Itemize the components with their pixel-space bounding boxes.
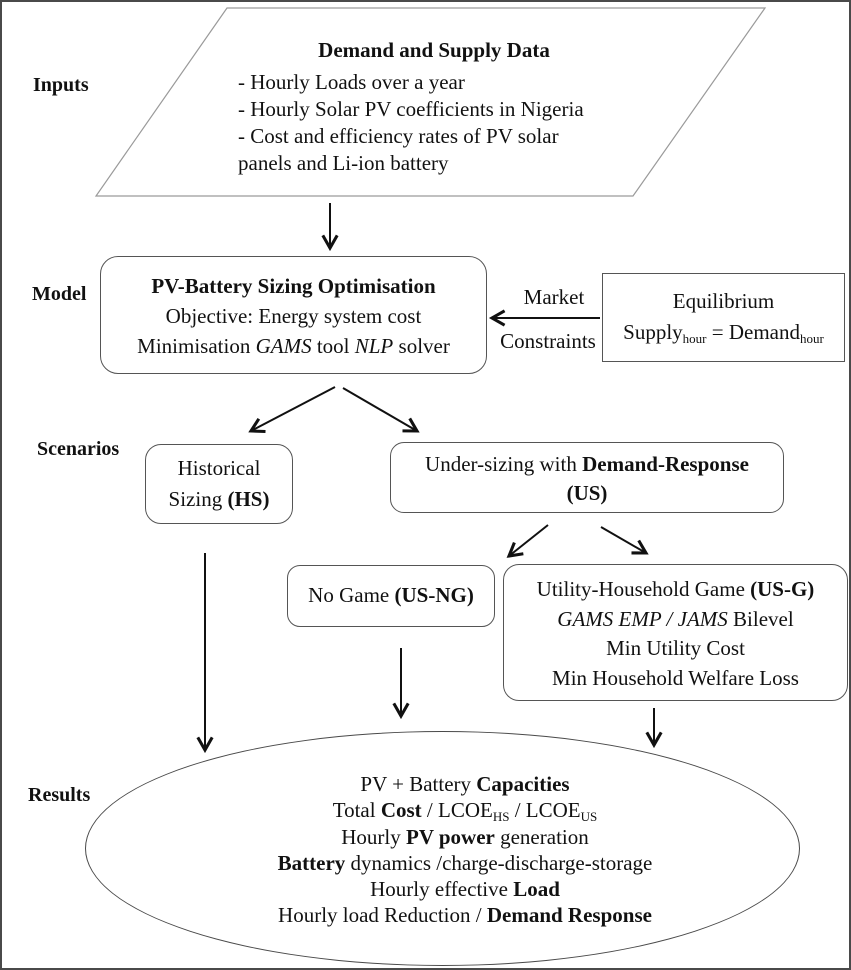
hs-scenario-node: Historical Sizing (HS)	[145, 444, 293, 524]
stage-label-scenarios: Scenarios	[37, 438, 120, 460]
equilibrium-node: Equilibrium Supplyhour = Demandhour	[602, 273, 845, 362]
equilibrium-node-equation: Supplyhour = Demandhour	[623, 320, 824, 346]
results-line-load: Hourly effective Load	[370, 877, 560, 902]
results-line-capacities: PV + Battery Capacities	[360, 772, 570, 796]
model-node-solver: Minimisation GAMS tool NLP solver	[137, 334, 450, 358]
us-node-line1: Under-sizing with Demand-Response	[425, 452, 749, 476]
equilibrium-node-title: Equilibrium	[672, 289, 775, 313]
model-node-title: PV-Battery Sizing Optimisation	[151, 274, 436, 298]
us-scenario-node: Under-sizing with Demand-Response (US)	[390, 442, 784, 513]
usg-node-line3: Min Utility Cost	[606, 636, 745, 660]
inputs-node-items: - Hourly Loads over a year - Hourly Sola…	[238, 69, 638, 177]
usg-node-line4: Min Household Welfare Loss	[552, 665, 799, 690]
results-ellipse-shape	[85, 731, 800, 966]
inputs-node-title: Demand and Supply Data	[318, 38, 550, 62]
results-line-cost-lcoe: Total Cost / LCOEHS / LCOEUS	[332, 798, 598, 825]
stage-label-inputs: Inputs	[33, 74, 89, 96]
market-constraints-label-line1: Market	[523, 285, 585, 309]
usg-node-line2: GAMS EMP / JAMS Bilevel	[557, 606, 794, 631]
market-constraints-label-line2: Constraints	[500, 329, 596, 353]
arrow-us-to-usng	[506, 524, 549, 558]
usg-node: Utility-Household Game (US-G) GAMS EMP /…	[503, 564, 848, 701]
arrow-model-to-hs	[248, 386, 336, 434]
hs-node-line2: Sizing (HS)	[168, 487, 270, 511]
stage-label-results: Results	[28, 784, 91, 806]
inputs-item: panels and Li-ion battery	[238, 151, 449, 175]
stage-label-model: Model	[32, 283, 87, 305]
inputs-item: - Hourly Loads over a year	[238, 70, 465, 94]
usng-node-label: No Game (US-NG)	[308, 583, 474, 607]
results-line-demand-response: Hourly load Reduction / Demand Response	[278, 903, 652, 928]
usg-node-line1: Utility-Household Game (US-G)	[536, 577, 815, 601]
results-node: PV + Battery Capacities Total Cost / LCO…	[115, 771, 815, 929]
us-node-line2: (US)	[566, 481, 608, 505]
usng-node: No Game (US-NG)	[287, 565, 495, 627]
inputs-item: - Hourly Solar PV coefficients in Nigeri…	[238, 97, 584, 121]
results-line-battery: Battery dynamics /charge-discharge-stora…	[277, 850, 653, 875]
arrow-model-to-us	[342, 387, 420, 433]
hs-node-line1: Historical	[177, 456, 261, 480]
model-node-objective: Objective: Energy system cost	[165, 304, 422, 328]
arrow-us-to-usg	[600, 526, 649, 555]
model-node: PV-Battery Sizing Optimisation Objective…	[100, 256, 487, 374]
results-line-pv-power: Hourly PV power generation	[341, 824, 589, 849]
inputs-item: - Cost and efficiency rates of PV solar	[238, 124, 559, 148]
inputs-parallelogram-shape	[94, 7, 767, 197]
